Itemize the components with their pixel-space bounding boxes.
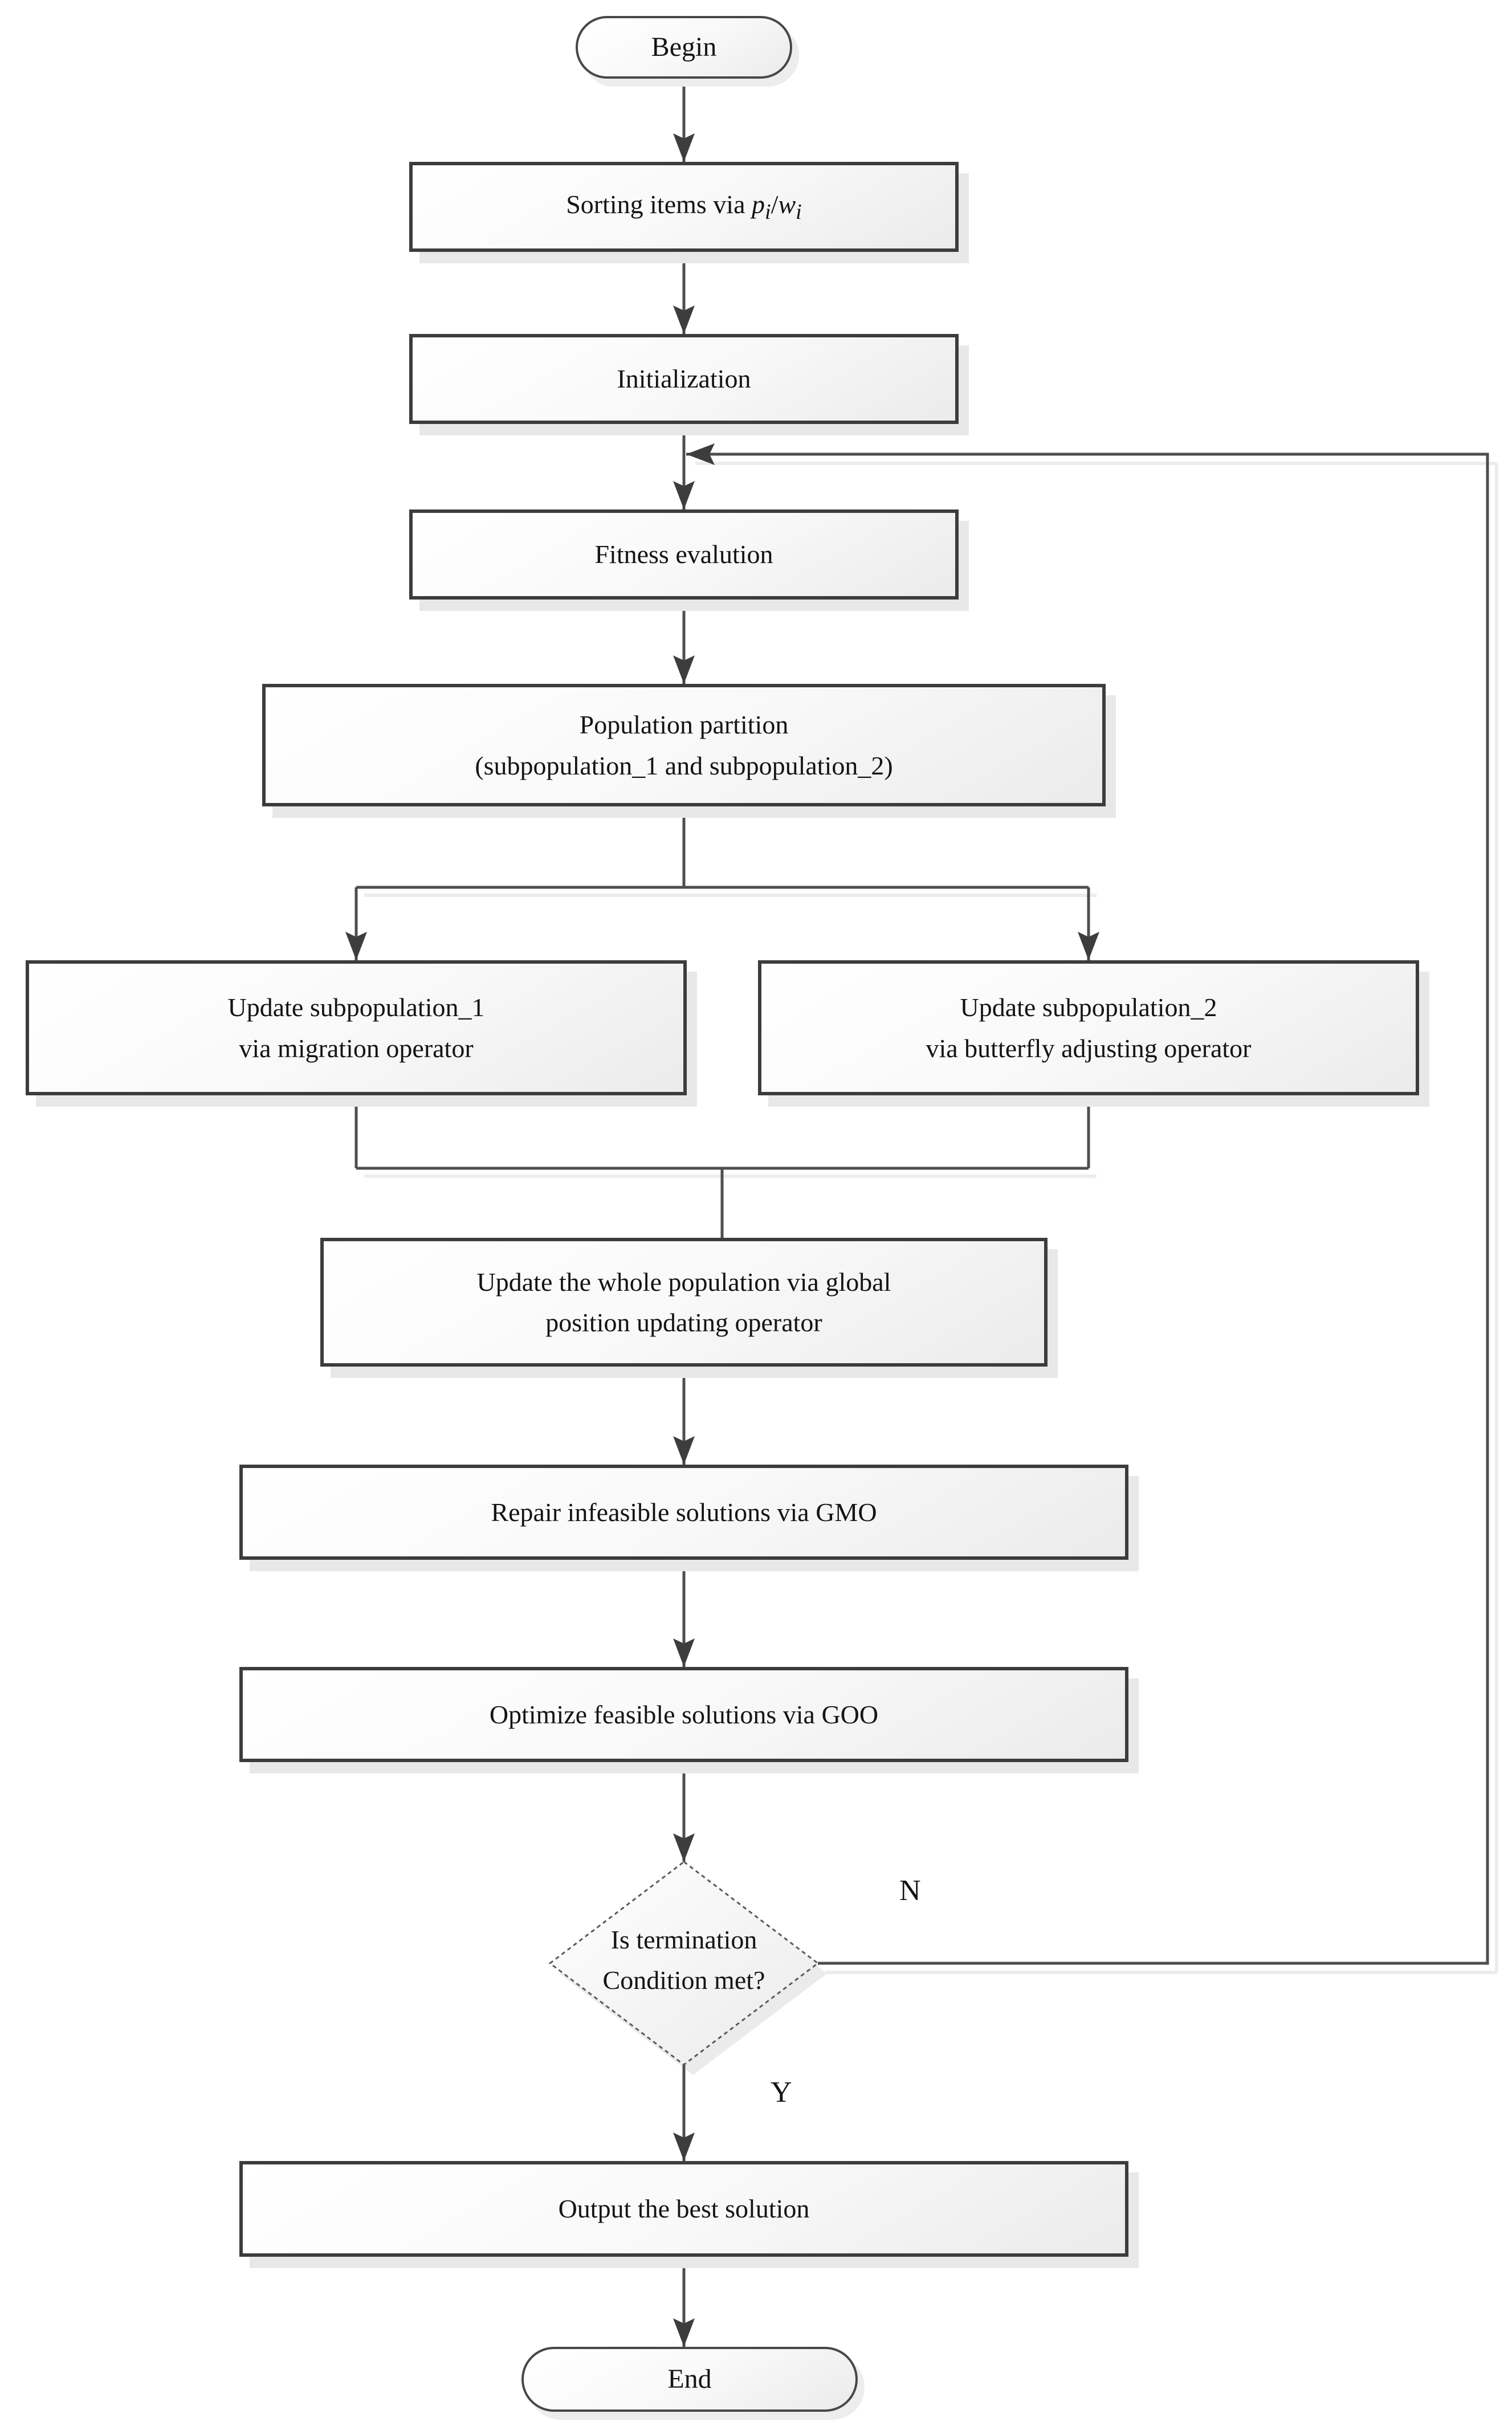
edge-label-yes: Y bbox=[771, 2076, 792, 2109]
edge-decision-loop-no bbox=[686, 443, 1489, 1965]
node-termination-decision-label: Is termination Condition met? bbox=[602, 1925, 765, 1995]
node-fitness-evaluation-label: Fitness evalution bbox=[594, 540, 773, 569]
node-fitness-evaluation: Fitness evalution bbox=[409, 509, 959, 600]
node-begin-label: Begin bbox=[651, 31, 717, 62]
node-update-subpopulation-2: Update subpopulation_2 via butterfly adj… bbox=[758, 960, 1419, 1095]
node-begin: Begin bbox=[576, 16, 792, 79]
node-optimize-feasible-label: Optimize feasible solutions via GOO bbox=[489, 1699, 879, 1729]
node-output-best-solution: Output the best solution bbox=[239, 2161, 1128, 2257]
node-sorting-items-label: Sorting items via pi/wi bbox=[566, 190, 802, 225]
node-sorting-items: Sorting items via pi/wi bbox=[409, 162, 959, 252]
node-update-subpopulation-1-label: Update subpopulation_1 via migration ope… bbox=[227, 993, 485, 1063]
node-population-partition: Population partition (subpopulation_1 an… bbox=[262, 684, 1106, 806]
node-end: End bbox=[521, 2347, 858, 2412]
connector-shadows bbox=[364, 462, 1498, 1974]
node-initialization-label: Initialization bbox=[617, 364, 751, 394]
node-repair-infeasible: Repair infeasible solutions via GMO bbox=[239, 1465, 1128, 1560]
node-update-subpopulation-2-label: Update subpopulation_2 via butterfly adj… bbox=[926, 993, 1252, 1063]
edge-label-no: N bbox=[899, 1874, 921, 1907]
node-end-label: End bbox=[667, 2363, 712, 2394]
node-update-subpopulation-1: Update subpopulation_1 via migration ope… bbox=[26, 960, 687, 1095]
node-output-best-solution-label: Output the best solution bbox=[558, 2194, 810, 2224]
node-update-whole-population: Update the whole population via global p… bbox=[320, 1238, 1048, 1367]
node-population-partition-label: Population partition (subpopulation_1 an… bbox=[475, 710, 893, 780]
node-repair-infeasible-label: Repair infeasible solutions via GMO bbox=[491, 1497, 877, 1527]
node-optimize-feasible: Optimize feasible solutions via GOO bbox=[239, 1667, 1128, 1762]
node-initialization: Initialization bbox=[409, 334, 959, 424]
edges bbox=[345, 79, 1489, 2347]
decision-diamond-shape bbox=[548, 1861, 820, 2066]
node-update-whole-population-label: Update the whole population via global p… bbox=[476, 1267, 891, 1337]
